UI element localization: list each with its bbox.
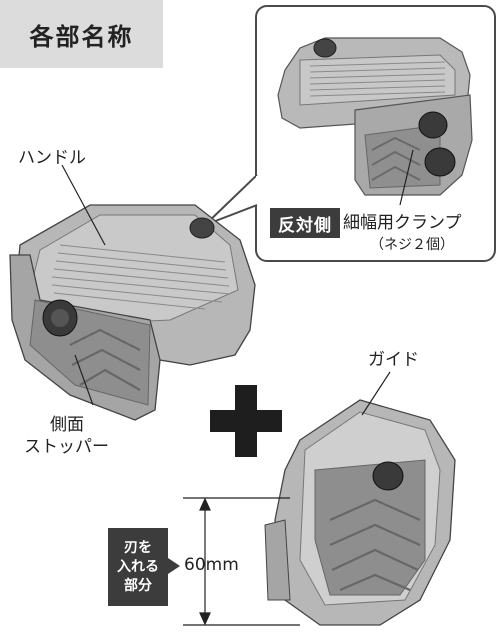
main-device-image xyxy=(9,204,256,421)
handle-label: ハンドル xyxy=(18,148,86,168)
clamp-label: 細幅用クランプ xyxy=(343,213,462,233)
blade-tag-line1: 刃を xyxy=(124,539,152,556)
guide-leader xyxy=(361,371,391,416)
handle-leader xyxy=(61,164,106,246)
side-stopper-label-line2: ストッパー xyxy=(24,437,109,457)
section-title: 各部名称 xyxy=(0,0,163,68)
blade-tag-line3: 部分 xyxy=(124,577,152,594)
blade-tag-line2: 入れる xyxy=(117,558,159,575)
reverse-side-tag: 反対側 xyxy=(270,208,340,238)
dimension-label: 60mm xyxy=(184,555,239,575)
plus-icon xyxy=(210,385,282,457)
blade-tag-arrow xyxy=(168,558,180,574)
guide-device-image xyxy=(264,399,456,626)
blade-entry-tag: 刃を 入れる 部分 xyxy=(108,528,168,606)
dimension-indicator xyxy=(183,497,300,626)
side-stopper-label-line1: 側面 xyxy=(50,415,84,435)
clamp-sublabel: （ネジ２個） xyxy=(370,237,454,253)
clamp-leader xyxy=(399,149,414,206)
guide-label: ガイド xyxy=(368,350,419,370)
callout-pointer xyxy=(204,174,258,226)
side-stopper-leader xyxy=(74,354,94,406)
reverse-device-image xyxy=(277,37,473,196)
